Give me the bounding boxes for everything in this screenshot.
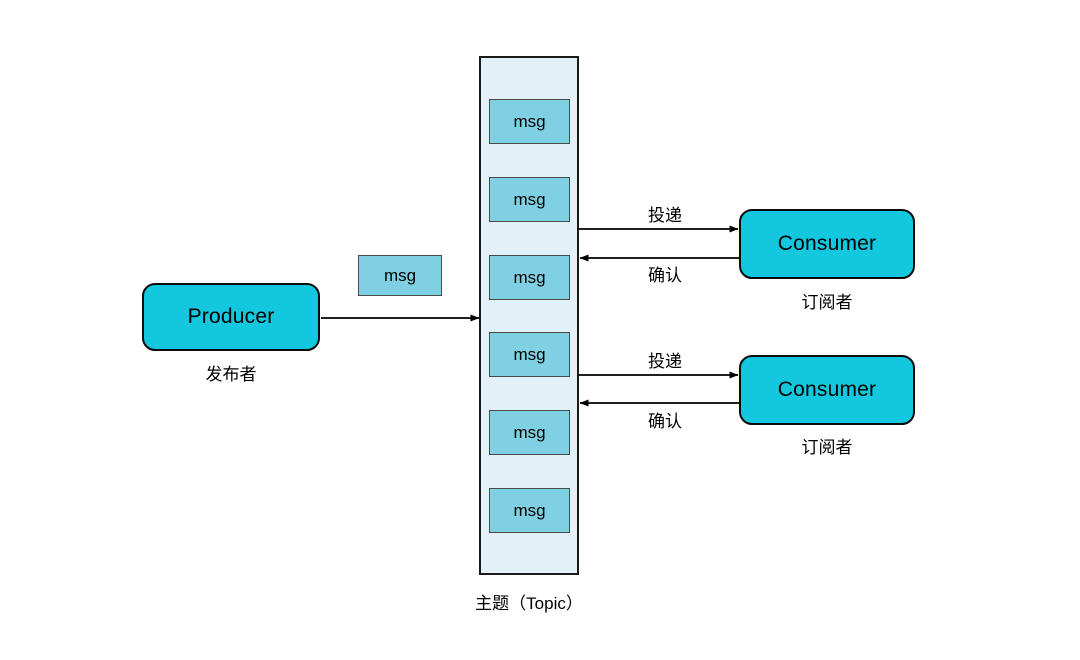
topic-msg-3: msg: [489, 332, 570, 377]
consumer-2-ack-label: 确认: [648, 412, 682, 431]
producer-node[interactable]: Producer: [142, 283, 320, 351]
consumer-1-label: Consumer: [777, 232, 877, 255]
floating-msg-box: msg: [358, 255, 442, 296]
consumer-2-label: Consumer: [777, 378, 877, 401]
topic-msg-0: msg: [489, 99, 570, 144]
producer-caption: 发布者: [205, 365, 257, 384]
floating-msg-label: msg: [383, 265, 417, 285]
consumer-node-1[interactable]: Consumer: [739, 209, 915, 279]
topic-msg-5: msg: [489, 488, 570, 533]
consumer-node-2[interactable]: Consumer: [739, 355, 915, 425]
consumer-2-deliver-label: 投递: [648, 352, 682, 371]
topic-msg-2: msg: [489, 255, 570, 300]
topic-caption: 主题（Topic）: [475, 594, 583, 613]
consumer-2-caption: 订阅者: [801, 438, 853, 457]
consumer-1-deliver-label: 投递: [648, 206, 682, 225]
topic-msg-1: msg: [489, 177, 570, 222]
consumer-1-ack-label: 确认: [648, 266, 682, 285]
producer-label: Producer: [187, 305, 275, 328]
consumer-1-caption: 订阅者: [801, 293, 853, 312]
topic-msg-4: msg: [489, 410, 570, 455]
